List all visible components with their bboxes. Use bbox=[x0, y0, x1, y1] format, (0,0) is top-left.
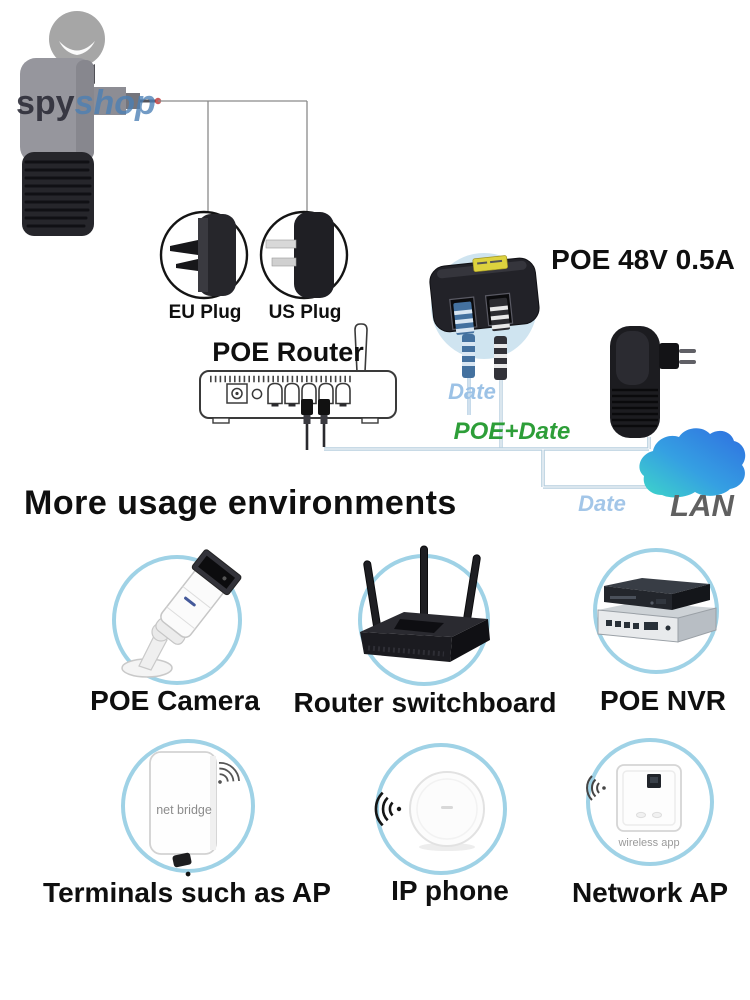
lan-label: LAN bbox=[670, 488, 734, 523]
net-bridge-icon: net bridge bbox=[149, 751, 240, 877]
poe-injector-ports-inset bbox=[429, 253, 540, 380]
usage-label-terminals-ap: Terminals such as AP bbox=[43, 877, 331, 908]
poe-nvr-icon bbox=[597, 578, 717, 643]
poe-camera-icon bbox=[121, 549, 242, 678]
poe-data-line-label: POE+Date bbox=[453, 418, 571, 445]
data-line-label: Date bbox=[448, 379, 496, 404]
watermark-spy: spy bbox=[16, 84, 75, 122]
power-adapter-photo bbox=[610, 326, 696, 438]
injector-yellow-label bbox=[472, 255, 508, 273]
router-antenna bbox=[354, 323, 368, 373]
usage-label-router-switchboard: Router switchboard bbox=[293, 687, 557, 718]
usage-label-poe-nvr: POE NVR bbox=[599, 685, 727, 716]
connection-lines bbox=[324, 378, 662, 489]
watermark-shop: shop bbox=[74, 84, 156, 122]
spyshop-watermark-text: spyshop bbox=[16, 84, 156, 123]
wifi-waves-icon bbox=[586, 775, 606, 801]
poe-injector-photo bbox=[20, 58, 162, 236]
poe-router-label: POE Router bbox=[212, 337, 364, 367]
us-plug-inset bbox=[259, 210, 349, 300]
eu-plug-label: EU Plug bbox=[168, 302, 242, 323]
us-plug-label: US Plug bbox=[268, 302, 342, 323]
lan-cloud-icon bbox=[639, 428, 746, 498]
wifi-waves-icon bbox=[374, 791, 402, 827]
usage-label-ip-phone: IP phone bbox=[391, 875, 509, 906]
ceiling-ap-icon bbox=[374, 771, 485, 851]
wifi-router-icon bbox=[360, 545, 490, 662]
router-plug-right bbox=[318, 399, 330, 415]
eu-plug-inset bbox=[159, 210, 249, 300]
wall-ap-icon: wireless app bbox=[586, 764, 682, 849]
net-bridge-device-text: net bridge bbox=[156, 803, 212, 817]
wall-ap-device-text: wireless app bbox=[617, 837, 679, 849]
lan-data-line-label: Date bbox=[578, 491, 626, 516]
router-plug-left bbox=[301, 399, 313, 415]
poe-spec-label: POE 48V 0.5A bbox=[551, 244, 735, 275]
section-heading: More usage environments bbox=[24, 484, 457, 522]
plug-callout-lines bbox=[158, 100, 308, 211]
usage-label-network-ap: Network AP bbox=[571, 877, 729, 908]
poe-router-illustration bbox=[199, 323, 397, 450]
usage-label-poe-camera: POE Camera bbox=[90, 685, 260, 716]
wifi-waves-icon bbox=[218, 762, 240, 784]
